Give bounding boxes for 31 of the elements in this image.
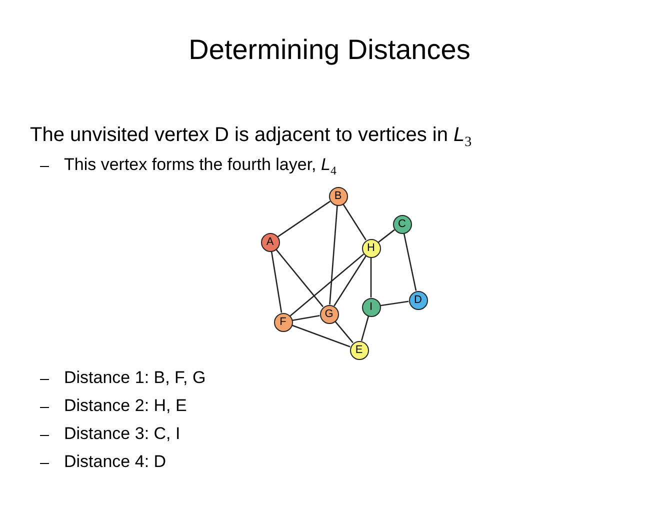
vertex-circle: E [350,340,368,360]
graph-edge [334,320,354,344]
graph-edge [276,248,324,308]
sub-bullet-text: Distance 1: B, F, G [64,368,206,388]
sub-bullet-text: Distance 2: H, E [64,396,187,416]
graph-edge [378,229,395,243]
graph-edge [380,300,409,306]
graph-edge [329,205,338,305]
sub-bullet-text: This vertex forms the fourth layer, L$_{4}$ [64,155,336,178]
vertex-circle: C [392,214,412,234]
graph-edge [290,254,364,316]
graph-edge [292,324,350,348]
vertex-circle: F [274,312,292,332]
graph-edge [403,233,417,291]
graph-edge [360,316,370,342]
graph-edge [342,204,366,240]
graph-edge [270,251,282,313]
bullet-text: The unvisited vertex D is adjacent to vertices in L$_{3}$ [30,124,472,151]
vertex-circle: I [362,298,380,316]
sub-bullet-text: Distance 4: D [64,452,166,472]
vertex-circle: D [408,290,428,310]
slide-title: Determining Distances [188,34,472,66]
graph-edge [370,258,372,298]
graph-edge [292,314,320,322]
vertex-circle: G [320,304,338,324]
sub-bullet-text: Distance 3: C, I [64,424,180,444]
vertex-circle: H [362,238,380,258]
graph-edge [278,200,330,238]
vertex-circle: B [328,186,348,206]
graph-edge [334,256,366,306]
vertex-circle: A [260,232,280,252]
